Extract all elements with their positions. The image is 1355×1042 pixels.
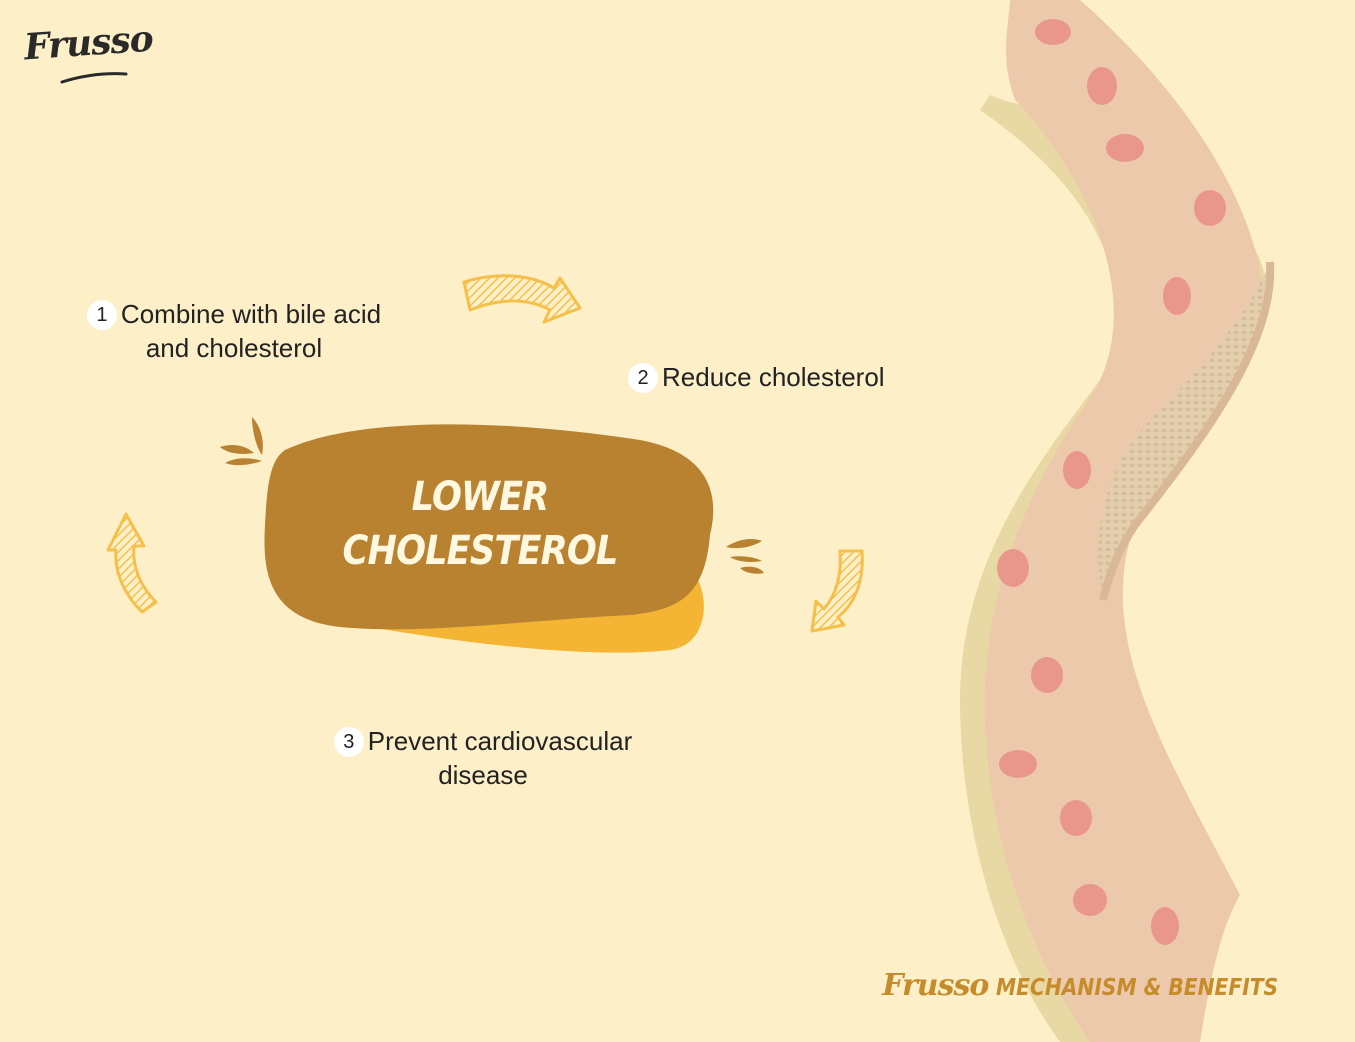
- footer-title: Frusso MECHANISM & BENEFITS: [882, 968, 1317, 1003]
- step-text: Reduce cholesterol: [662, 362, 885, 392]
- splash-icon: [726, 539, 764, 574]
- step-number-badge: 1: [86, 300, 117, 330]
- step-text: Prevent cardiovascular disease: [367, 726, 633, 790]
- center-title: LOWER CHOLESTEROL: [313, 470, 647, 578]
- brand-logo: Frusso: [22, 17, 154, 69]
- blood-vessel-illustration: [960, 0, 1275, 1042]
- center-title-line-2: CHOLESTEROL: [342, 528, 619, 574]
- splash-icon: [220, 417, 263, 466]
- footer-brand: Frusso: [882, 968, 989, 1003]
- curved-arrow-icon: [810, 549, 864, 633]
- curved-arrow-icon: [106, 512, 158, 614]
- step-number-badge: 3: [333, 727, 364, 757]
- footer-heading: MECHANISM & BENEFITS: [996, 975, 1279, 1001]
- logo-underline: [60, 72, 128, 84]
- curved-arrow-icon: [462, 274, 582, 324]
- step-text: Combine with bile acid and cholesterol: [120, 299, 382, 363]
- center-blob: [220, 417, 764, 653]
- step-number-badge: 2: [628, 363, 658, 393]
- center-title-line-1: LOWER: [411, 474, 550, 520]
